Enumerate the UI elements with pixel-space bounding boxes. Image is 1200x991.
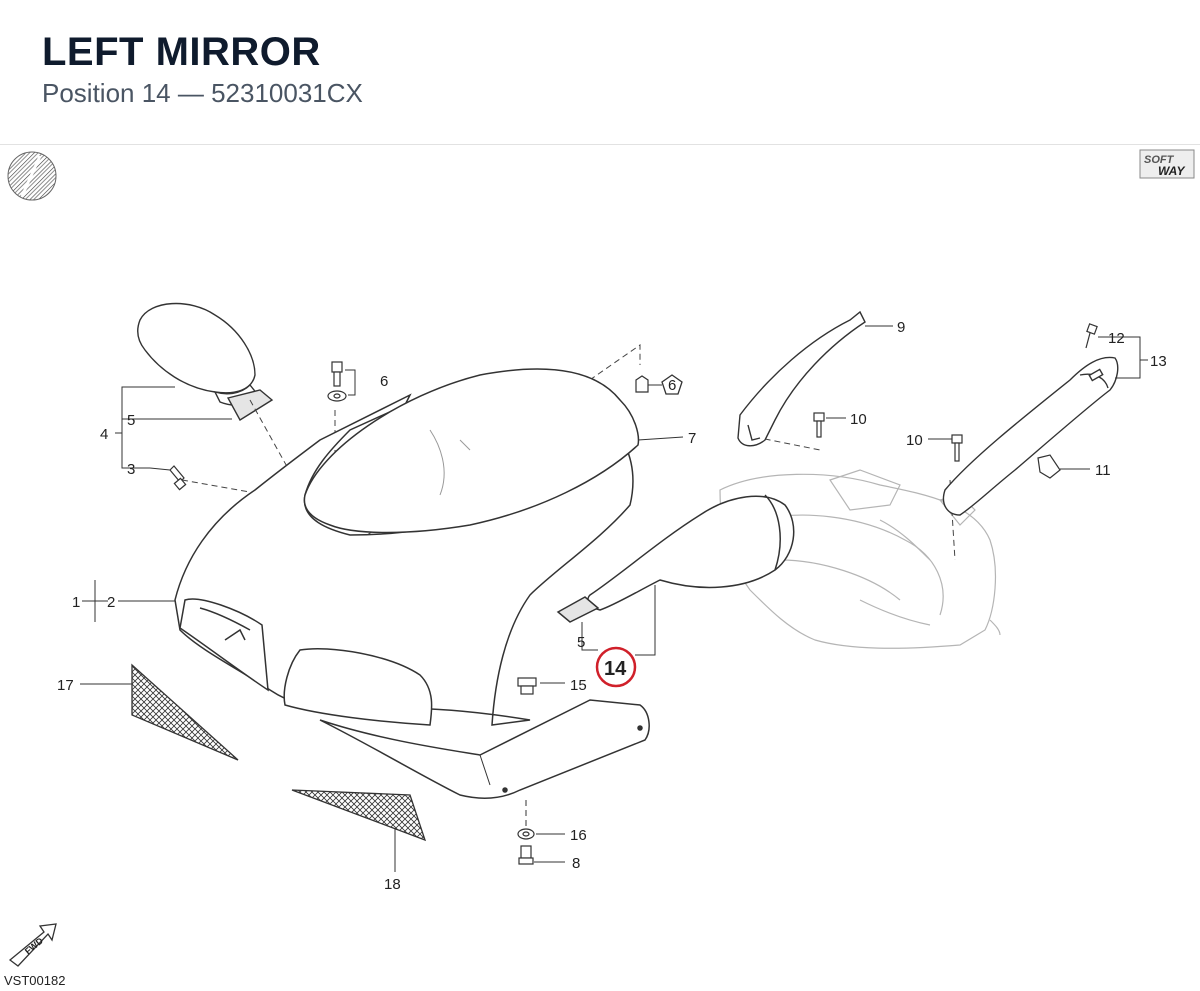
callout-3[interactable]: 3 <box>127 461 135 478</box>
callout-4[interactable]: 4 <box>100 426 108 443</box>
callout-8[interactable]: 8 <box>572 855 580 872</box>
callout-14-highlighted[interactable]: 14 <box>604 658 627 680</box>
page-header: LEFT MIRROR Position 14 — 52310031CX <box>0 0 1200 145</box>
mirror-mount-9-part <box>737 310 866 447</box>
clip-11-part <box>1037 454 1061 479</box>
softway-logo: SOFT WAY <box>1139 149 1195 179</box>
right-mirror-part <box>137 302 274 421</box>
callout-1[interactable]: 1 <box>72 594 80 611</box>
screw-12-part <box>1085 323 1098 349</box>
left-mirror-part <box>556 494 795 623</box>
lower-fairing-part <box>319 699 650 800</box>
manufacturer-logo-icon <box>7 151 57 201</box>
callout-13[interactable]: 13 <box>1150 353 1167 370</box>
exploded-parts-diagram: SOFT WAY <box>0 145 1200 991</box>
callout-6[interactable]: 6 <box>380 373 388 390</box>
screw-3-part <box>169 465 187 491</box>
forward-arrow-icon: FWD <box>8 923 57 967</box>
page-subtitle: Position 14 — 52310031CX <box>42 78 363 108</box>
left-leaders <box>80 580 565 872</box>
leader-3 <box>149 467 171 471</box>
screw-6-part <box>327 361 347 402</box>
brand-bottom: WAY <box>1158 164 1185 178</box>
callout-9[interactable]: 9 <box>897 319 905 336</box>
callout-5-right-mirror[interactable]: 5 <box>127 412 135 429</box>
leader-7 <box>637 436 684 441</box>
callout-16[interactable]: 16 <box>570 827 587 844</box>
callout-6-pentagon <box>648 374 683 395</box>
callout-18[interactable]: 18 <box>384 876 401 893</box>
page-title: LEFT MIRROR <box>42 30 321 74</box>
washer-16-part <box>517 828 535 840</box>
callout-12[interactable]: 12 <box>1108 330 1125 347</box>
upper-fairing-part <box>174 393 634 726</box>
bracket-6 <box>345 369 356 396</box>
callout-2[interactable]: 2 <box>107 594 115 611</box>
fuel-tank-frame-ghost <box>719 469 1001 649</box>
screw-10a-part <box>813 412 825 438</box>
screw-15-part <box>517 677 537 695</box>
mirror-mount-13-part <box>942 356 1119 516</box>
callout-5-left-mirror[interactable]: 5 <box>577 634 585 651</box>
callout-11[interactable]: 11 <box>1095 462 1111 479</box>
screw-10b-part <box>951 434 963 462</box>
windscreen-part <box>303 368 640 534</box>
grommet-part <box>635 375 649 393</box>
diagram-code: VST00182 <box>4 973 65 988</box>
callout-7[interactable]: 7 <box>688 430 696 447</box>
air-intake-mesh-17 <box>131 663 239 761</box>
diagram-canvas: SOFT WAY <box>4 149 1195 988</box>
brand-top: SOFT <box>1144 154 1175 166</box>
screw-8-part <box>518 845 534 865</box>
callout-6-pentagon-label[interactable]: 6 <box>668 377 676 394</box>
callout-14-bracket <box>581 585 656 656</box>
callout-12-13-bracket <box>1098 336 1148 379</box>
callout-15[interactable]: 15 <box>570 677 587 694</box>
callout-10-upper[interactable]: 10 <box>850 411 867 428</box>
air-intake-mesh-18 <box>291 789 427 842</box>
callout-10-lower[interactable]: 10 <box>906 432 923 449</box>
callout-4-bracket <box>115 386 232 469</box>
callout-17[interactable]: 17 <box>57 677 74 694</box>
highlight-circle-14[interactable] <box>595 646 637 688</box>
